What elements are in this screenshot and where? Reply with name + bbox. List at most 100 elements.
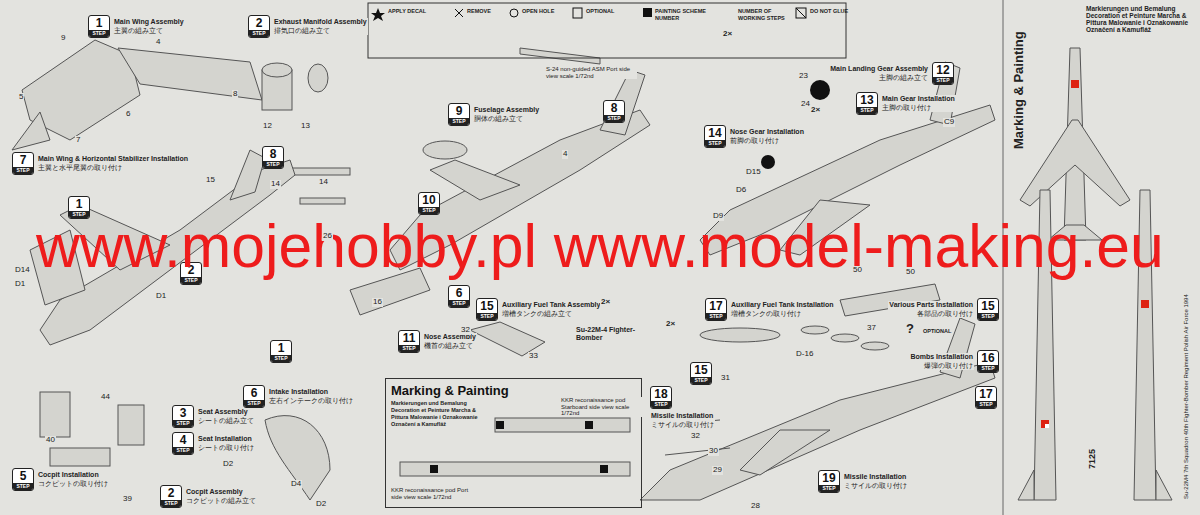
pod-panel [585,421,593,429]
step-word: STEP [691,377,711,384]
step-word: STEP [857,107,877,114]
decal-icon [371,8,385,21]
step-word: STEP [271,355,291,362]
wheel [810,80,830,100]
callout-number: 32 [460,326,471,335]
step-number: 11 [399,331,419,345]
callout-number: D9 [712,212,724,221]
step-badge: 7STEP [12,152,34,175]
step-badge: 12STEP [932,62,954,85]
step-word: STEP [161,500,181,507]
step-badge: 18STEP [650,386,672,409]
pod-panel [430,465,438,473]
callout-number: ? [905,322,915,336]
step-title: 各部品の取り付け [916,310,974,319]
step-number: 19 [819,471,839,485]
wheel [761,155,775,169]
callout-number: 8 [232,90,238,99]
step-title: コクピットの組み立て [185,497,257,506]
callout-number: C9 [943,118,955,127]
step-badge: 5STEP [12,468,34,491]
callout-number: 15 [205,176,216,185]
callout-number: D2 [315,500,327,509]
step-title: Seat Assembly [197,408,255,417]
step-group: 15STEPAuxiliary Fuel Tank Assembly増槽タンクの… [476,298,601,321]
legend-text: NUMBER OF WORKING STEPS [738,8,794,21]
step-word: STEP [651,401,671,408]
step-titles: Main Wing & Horizontal Stabilizer Instal… [37,155,189,172]
callout-number: 4 [155,38,161,47]
step-number: 6 [449,286,469,300]
callout-number: D1 [14,280,26,289]
callout-number: D15 [745,168,762,177]
legend-text: DO NOT GLUE [810,8,866,15]
step-title: 主脚の組み立て [878,74,929,83]
step-number: 8 [263,147,283,161]
optional-icon [573,8,582,18]
step-title: Exhaust Manifold Assembly [273,18,368,27]
step-title: Missile Installation [650,412,715,421]
insignia [1045,424,1049,428]
step-group: 3STEPSeat Assemblyシートの組み立て [172,405,255,428]
step-number: 15 [978,299,998,313]
drop-tank [700,328,780,342]
step-title: シートの組み立て [197,417,255,426]
step-badge: 9STEP [448,103,470,126]
recon-pod [495,418,630,432]
step-number: 15 [691,363,711,377]
step-badge: 11STEP [398,330,420,353]
no-glue-icon [796,8,806,18]
step-title: Cocpit Installation [37,471,109,480]
rotated-note: Marking & Painting [1012,30,1026,150]
step-titles: Various Parts Installation各部品の取り付け [888,301,974,318]
legend-text: OPTIONAL [586,8,642,15]
step-badge: 2STEP [160,485,182,508]
step-number: 6 [244,386,264,400]
step-number: 1 [271,341,291,355]
step-title: Bombs Installation [909,353,974,362]
step-word: STEP [978,313,998,320]
step-badge: 1STEP [270,340,292,363]
step-number: 3 [173,406,193,420]
step-group: 14STEPNose Gear Installation前脚の取り付け [704,125,805,148]
callout-number: 26 [322,232,333,241]
step-title: コクピットの取り付け [37,480,109,489]
callout-number: 23 [798,72,809,81]
tail-fin [600,70,645,135]
wing [740,430,830,475]
step-group: 9STEPFuselage Assembly胴体の組み立て [448,103,540,126]
step-badge: 19STEP [818,470,840,493]
step-group: 13STEPMain Gear Installation主脚の取り付け [856,92,956,115]
step-group: 6STEPIntake Installation左右インテークの取り付け [243,385,354,408]
no-glue-icon [796,8,806,18]
insignia [1141,300,1149,308]
step-title: Main Gear Installation [881,95,956,104]
step-title: ミサイルの取り付け [843,482,908,491]
step-badge: 3STEP [172,405,194,428]
seat [40,392,70,437]
tail-fin [930,62,960,125]
callout-number: 39 [122,495,133,504]
step-group: 10STEP [418,192,440,215]
step-titles: Cocpit Installationコクピットの取り付け [37,471,109,488]
step-title: Auxiliary Fuel Tank Assembly [501,301,601,310]
step-titles: Intake Installation左右インテークの取り付け [268,388,354,405]
callout-number: D1 [155,292,167,301]
step-number: 10 [419,193,439,207]
step-badge: 4STEP [172,432,194,455]
step-word: STEP [419,207,439,214]
step-titles: Missile Installationミサイルの取り付け [843,473,908,490]
step-group: 4STEPSeat Installationシートの取り付け [172,432,255,455]
step-titles: Fuselage Assembly胴体の組み立て [473,106,540,123]
step-badge: 14STEP [704,125,726,148]
bomb [831,334,859,342]
step-badge: 6STEP [243,385,265,408]
step-title: 爆弾の取り付け [923,362,974,371]
legend-text: OPEN HOLE [522,8,578,15]
step-group: 2STEPExhaust Manifold Assembly排気口の組み立て [248,15,368,38]
step-group: 12STEPMain Landing Gear Assembly主脚の組み立て [829,62,954,85]
step-titles: Main Landing Gear Assembly主脚の組み立て [829,65,929,82]
step-word: STEP [89,30,109,37]
canopy [423,141,467,159]
